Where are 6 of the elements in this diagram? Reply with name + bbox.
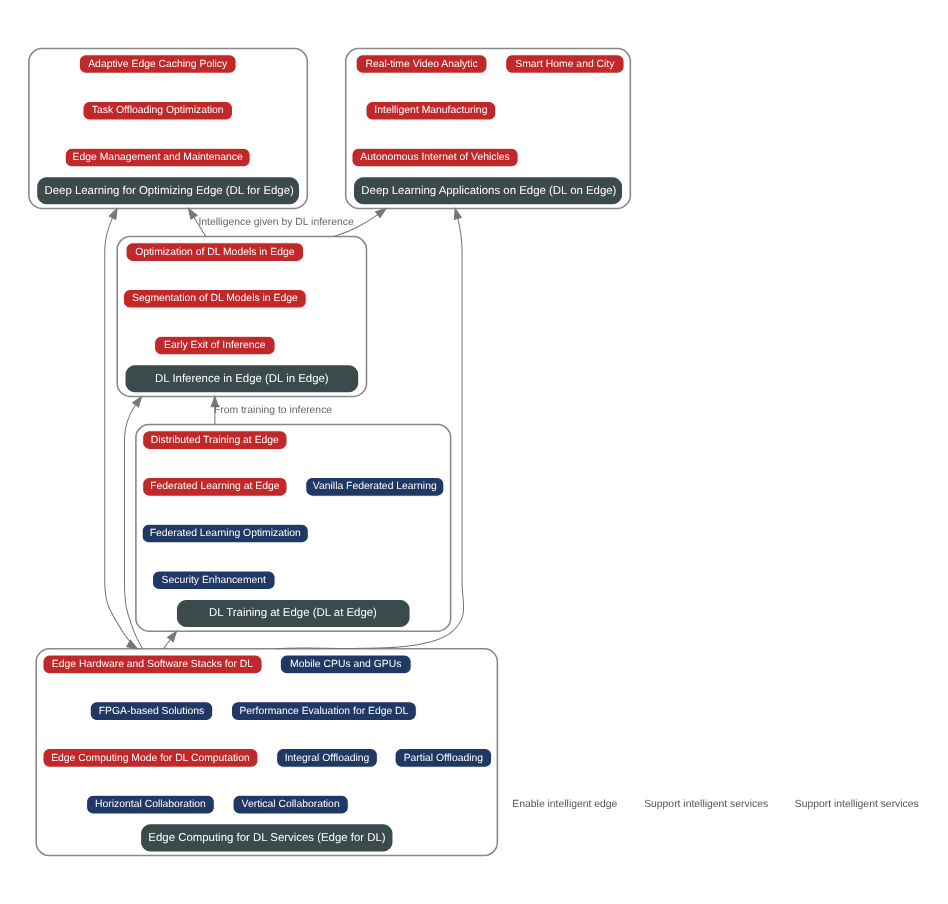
arrow	[275, 206, 465, 650]
arrow	[162, 629, 178, 650]
arrow	[333, 207, 388, 237]
arrow	[187, 207, 207, 237]
arrow	[104, 207, 139, 650]
arrow	[123, 395, 144, 650]
